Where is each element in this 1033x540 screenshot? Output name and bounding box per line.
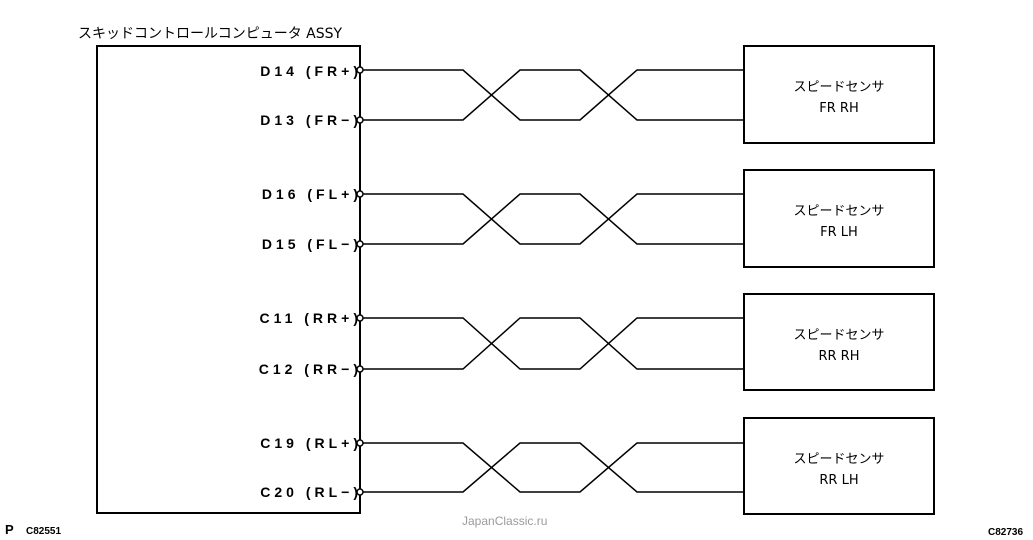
wire-rl-minus (360, 442, 744, 493)
wire-rl-plus (360, 442, 744, 493)
wire-pair-rr (360, 317, 744, 370)
sensor-rr-rh: スピードセンサ RR RH (743, 293, 935, 391)
sensor-name: スピードセンサ (793, 452, 884, 467)
wire-rr-plus (360, 317, 744, 370)
wire-fr-plus (360, 69, 744, 121)
sensor-name: スピードセンサ (793, 204, 884, 219)
footer-left-code: C82551 (26, 526, 61, 537)
sensor-fr-lh: スピードセンサ FR LH (743, 169, 935, 268)
sensor-position: RR RH (818, 349, 859, 364)
sensor-box (743, 169, 935, 268)
sensor-fr-rh: スピードセンサ FR RH (743, 45, 935, 144)
terminal-circle (356, 240, 364, 248)
footer-right-code: C82736 (988, 527, 1023, 538)
watermark: JapanClassic.ru (462, 514, 547, 528)
wire-pair-fl (360, 193, 744, 245)
pin-label: C11 (RR+) (259, 310, 362, 326)
sensor-name: スピードセンサ (793, 80, 884, 95)
pin-label: C19 (RL+) (260, 435, 362, 451)
sensor-box (743, 45, 935, 144)
terminal-circle (356, 365, 364, 373)
terminal-circle (356, 190, 364, 198)
sensor-name: スピードセンサ (793, 328, 884, 343)
sensor-position: FR RH (819, 101, 858, 116)
sensor-box (743, 293, 935, 391)
terminal-circle (356, 116, 364, 124)
pin-label: D14 (FR+) (260, 63, 362, 79)
pin-label: D13 (FR−) (260, 112, 362, 128)
terminal-circle (356, 66, 364, 74)
sensor-position: RR LH (819, 473, 858, 488)
footer-prefix: P (5, 522, 14, 537)
wire-pair-fr (360, 69, 744, 121)
terminal-circle (356, 439, 364, 447)
sensor-rr-lh: スピードセンサ RR LH (743, 417, 935, 515)
wire-pair-rl (360, 442, 744, 493)
sensor-position: FR LH (820, 225, 858, 240)
wire-rr-minus (360, 317, 744, 370)
sensor-box (743, 417, 935, 515)
terminal-circle (356, 488, 364, 496)
wire-fl-minus (360, 193, 744, 245)
terminal-circle (356, 314, 364, 322)
pin-label: D16 (FL+) (262, 186, 362, 202)
pin-label: C20 (RL−) (260, 484, 362, 500)
wire-fl-plus (360, 193, 744, 245)
pin-label: D15 (FL−) (262, 236, 362, 252)
wire-fr-minus (360, 69, 744, 121)
computer-title: スキッドコントロールコンピュータ ASSY (78, 26, 343, 42)
computer-box (96, 45, 361, 514)
pin-label: C12 (RR−) (259, 361, 362, 377)
